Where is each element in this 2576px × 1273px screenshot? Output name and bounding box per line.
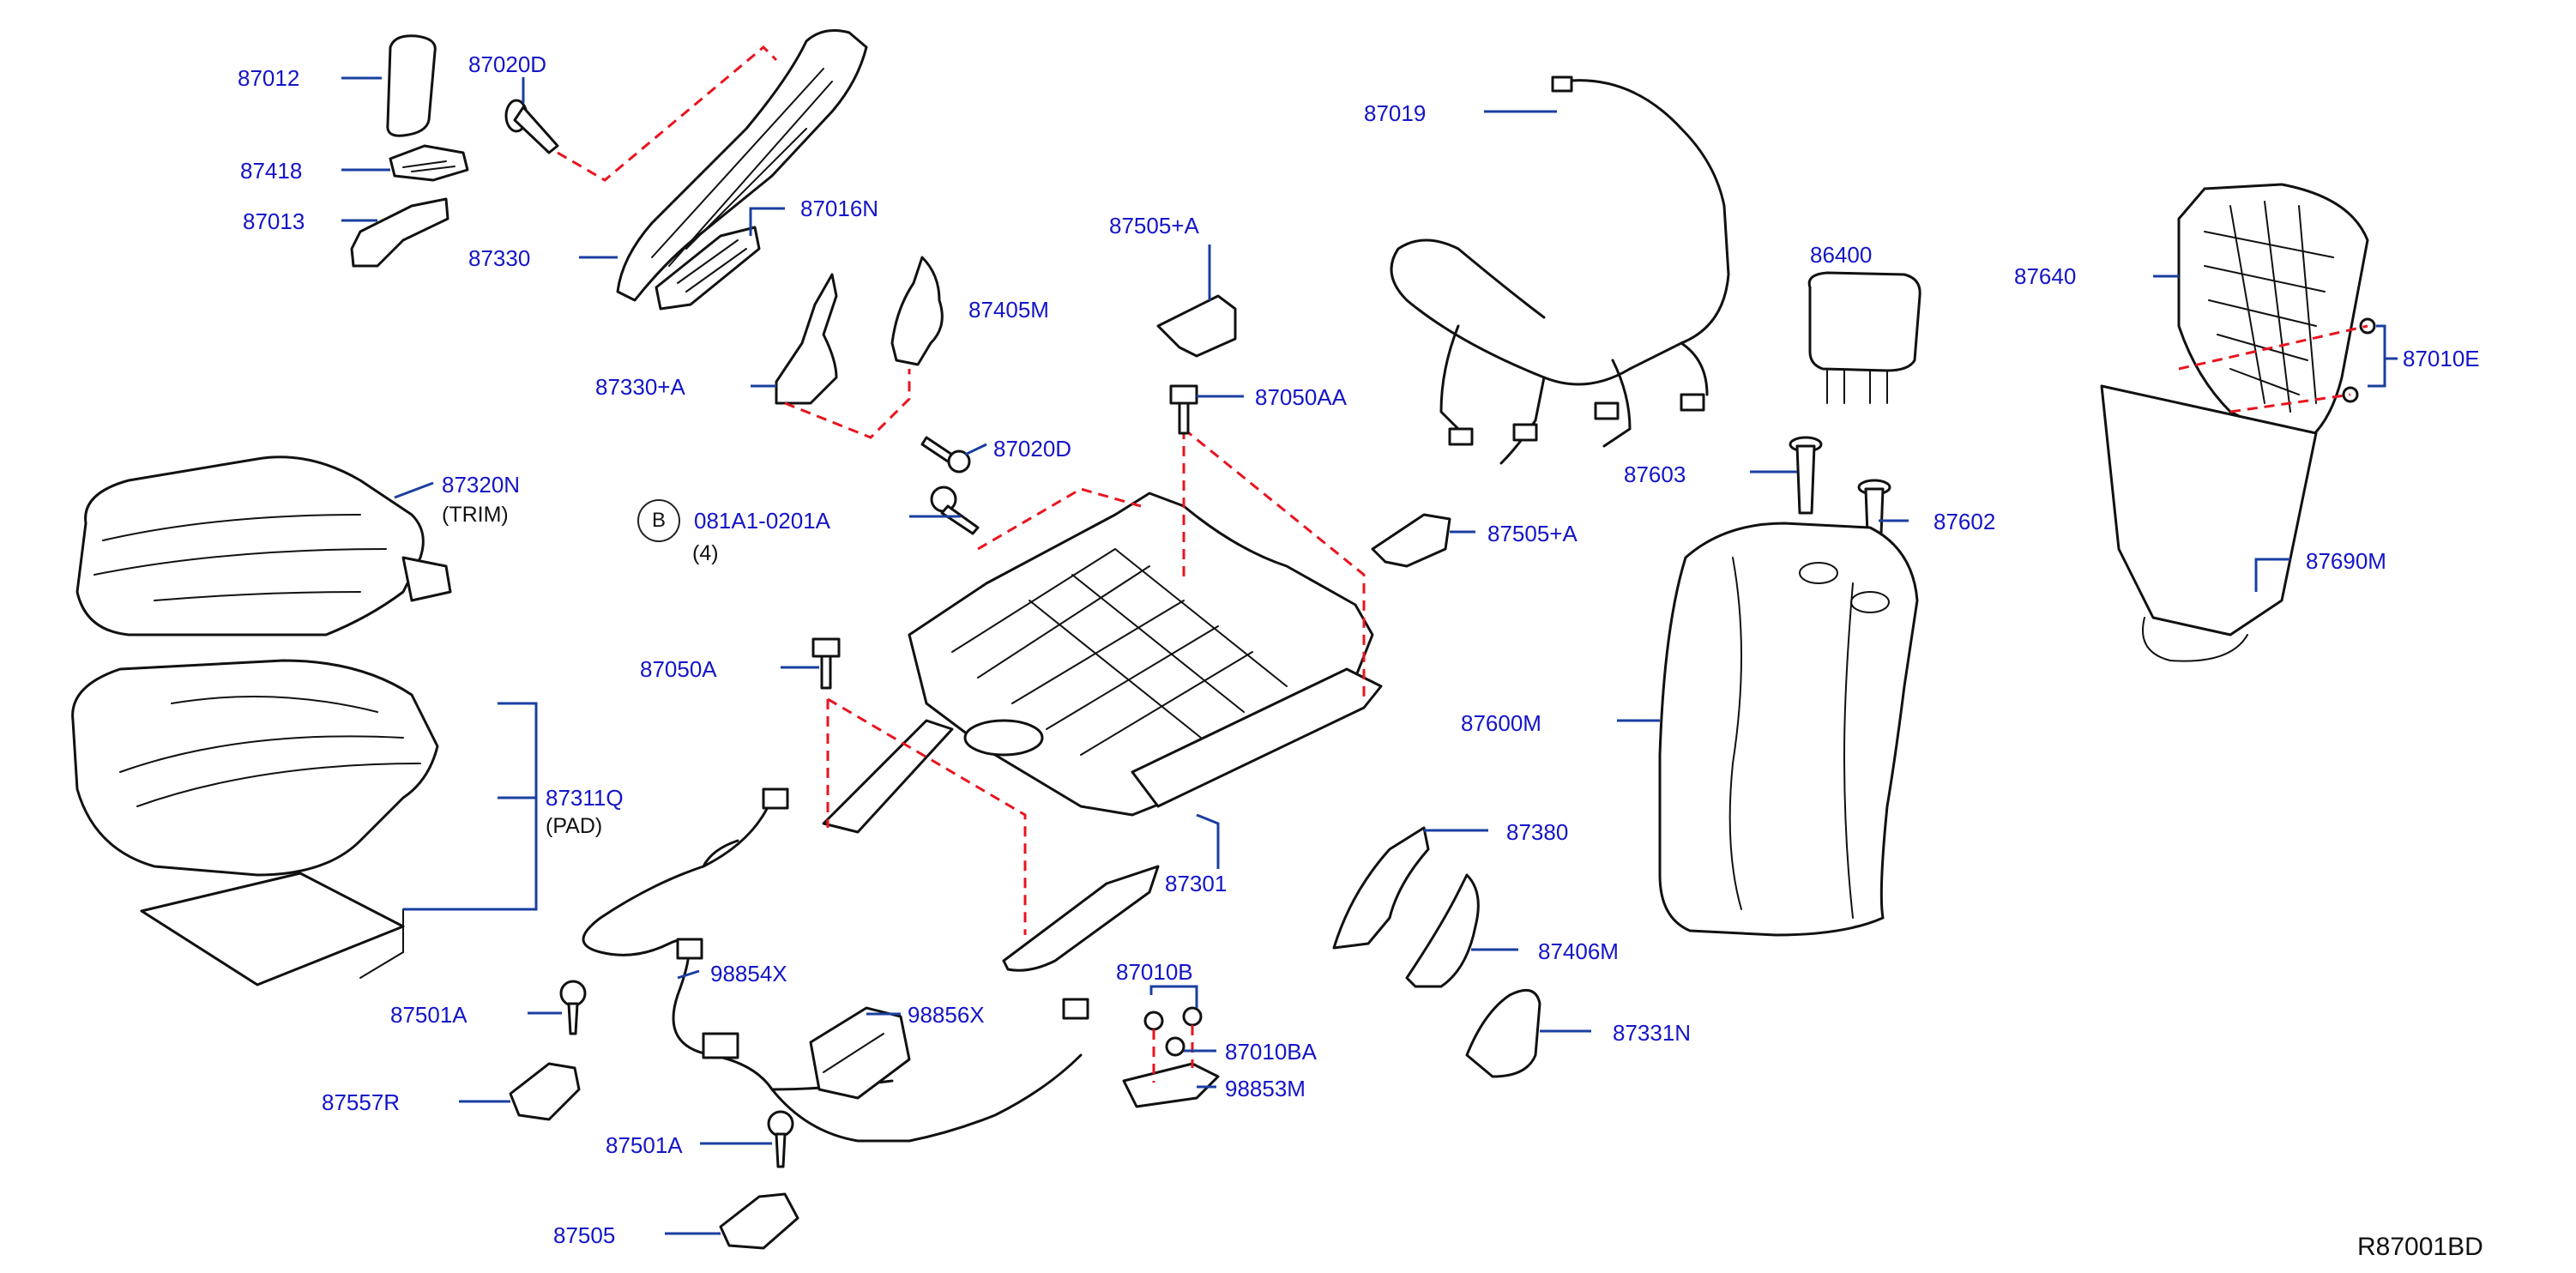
label-87330A: 87330+A xyxy=(595,374,685,400)
label-87501A-a: 87501A xyxy=(390,1002,468,1028)
module-98856X xyxy=(809,1006,911,1100)
bracket-87505A-mid xyxy=(1371,513,1451,568)
seat-frame-87301 xyxy=(822,492,1383,972)
label-87603: 87603 xyxy=(1624,462,1686,487)
label-87013: 87013 xyxy=(243,208,305,234)
headrest-86400 xyxy=(1807,271,1921,404)
label-87010B: 87010B xyxy=(1116,959,1193,985)
label-87311Q: 87311Q xyxy=(546,785,624,811)
finisher-87406M xyxy=(1405,873,1480,988)
label-98854X: 98854X xyxy=(710,961,787,986)
label-87331N: 87331N xyxy=(1613,1020,1692,1046)
label-87380: 87380 xyxy=(1506,819,1569,845)
label-86400: 86400 xyxy=(1810,242,1873,268)
label-081A1: 081A1-0201A xyxy=(694,508,831,534)
label-87050AA: 87050AA xyxy=(1255,384,1347,410)
label-87600M: 87600M xyxy=(1461,710,1541,736)
switch-87016N xyxy=(655,226,761,311)
label-pad: (PAD) xyxy=(546,814,603,838)
finisher-87405M xyxy=(890,256,944,366)
label-87016N: 87016N xyxy=(800,196,879,221)
label-87301: 87301 xyxy=(1165,871,1228,896)
label-87050A: 87050A xyxy=(640,656,717,682)
label-87020D-top: 87020D xyxy=(468,51,547,77)
label-87019: 87019 xyxy=(1364,100,1427,126)
cover-87012 xyxy=(386,34,437,137)
label-98853M: 98853M xyxy=(1225,1076,1306,1101)
bracket-98853M xyxy=(1122,1006,1220,1108)
guide-87603 xyxy=(1789,436,1823,515)
bolt-symbol-b: B xyxy=(637,499,680,542)
bolt-87050AA xyxy=(1169,384,1198,435)
knob-87418 xyxy=(389,144,469,182)
label-98856X: 98856X xyxy=(908,1002,985,1028)
clip-87557R xyxy=(509,1062,581,1121)
label-87505: 87505 xyxy=(553,1222,616,1248)
label-87330: 87330 xyxy=(468,245,531,271)
heater-mat xyxy=(140,872,405,986)
label-87020D-mid: 87020D xyxy=(993,436,1072,462)
bolt-87020D-top xyxy=(504,99,559,154)
drawing-code: R87001BD xyxy=(2357,1233,2483,1261)
label-87405M: 87405M xyxy=(968,297,1049,323)
label-87418: 87418 xyxy=(240,158,303,184)
cushion-pad-87311Q xyxy=(71,659,439,877)
label-87320N: 87320N xyxy=(442,472,521,498)
label-qty: (4) xyxy=(692,541,719,565)
seatback-board-87690M xyxy=(2100,384,2318,662)
bolt-87050A xyxy=(811,637,841,690)
label-87505A-mid: 87505+A xyxy=(1487,521,1578,546)
label-87010E: 87010E xyxy=(2403,346,2480,371)
bracket-87505A-top xyxy=(1156,294,1237,358)
label-trim: (TRIM) xyxy=(442,503,509,527)
screw-87501A-b xyxy=(767,1110,794,1168)
seatback-pad-87600M xyxy=(1658,522,1919,937)
label-87557R: 87557R xyxy=(322,1089,401,1115)
label-87640: 87640 xyxy=(2014,263,2077,289)
label-87602: 87602 xyxy=(1934,509,1996,534)
label-87501A-b: 87501A xyxy=(606,1132,683,1158)
screw-87501A-a xyxy=(559,980,587,1035)
label-87010BA: 87010BA xyxy=(1225,1039,1317,1065)
label-87505A-top: 87505+A xyxy=(1109,213,1199,238)
clip-87505 xyxy=(719,1192,799,1250)
leader-lines xyxy=(341,76,2398,1235)
cover-87013 xyxy=(350,197,449,268)
finisher-87330A xyxy=(775,273,838,405)
label-87690M: 87690M xyxy=(2306,548,2386,574)
cushion-trim-87320N xyxy=(75,456,452,636)
label-87012: 87012 xyxy=(238,65,300,91)
cover-87331N xyxy=(1465,988,1541,1078)
shield-87330 xyxy=(616,29,868,302)
shield-87380 xyxy=(1332,826,1430,950)
label-87406M: 87406M xyxy=(1538,938,1619,964)
screw-081A1 xyxy=(930,486,980,535)
harness-87019 xyxy=(1390,75,1730,465)
screw-87020D-mid xyxy=(920,436,971,474)
seatback-frame-87640 xyxy=(2177,183,2376,448)
